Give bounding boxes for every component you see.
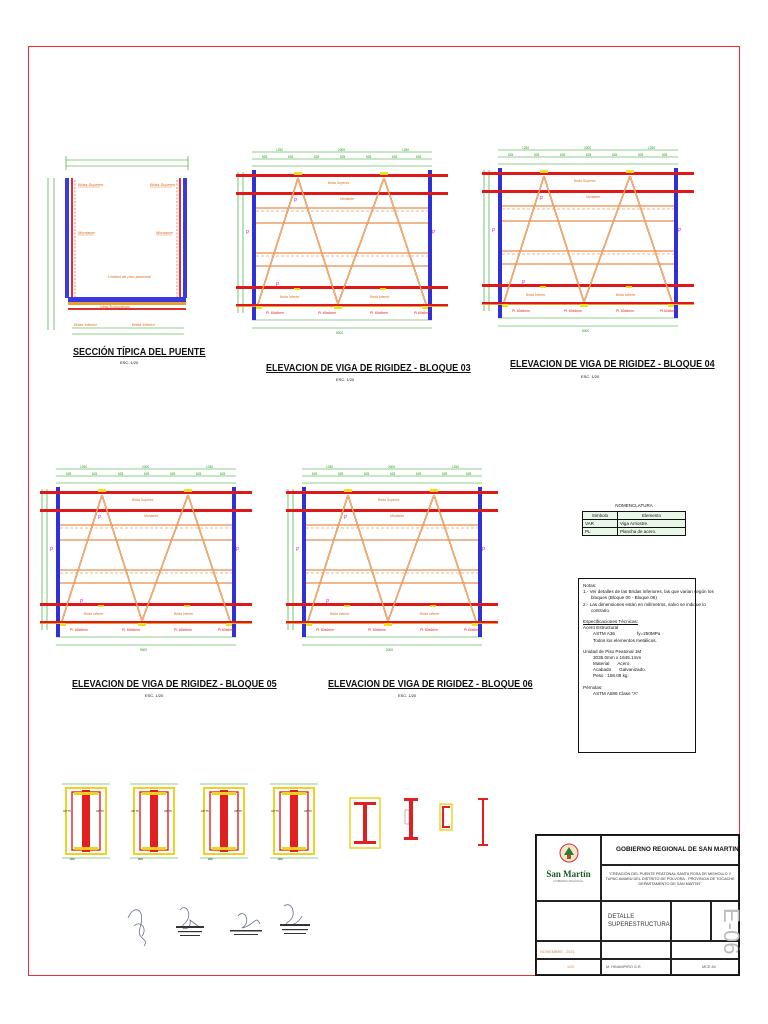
notes-box: Notas: 1.- Ver detalles de las Bridas in…: [578, 578, 714, 753]
check-value: MCE 84: [702, 965, 716, 969]
spec-heading: Especificaciones Técnicas:: [583, 618, 639, 624]
spec-material-val: Acero.: [617, 661, 631, 667]
date-cell: NOVIEMBRE - 2021: [536, 941, 601, 959]
spec-unit: Unidad de Piso Peatonal 1M: [583, 648, 642, 654]
legend-element: Viga Arriostre.: [617, 519, 686, 528]
spec-bolt-spec: ASTM A586 Clase "A": [593, 690, 639, 696]
spec-weight: Peso : 158.09 kg.: [593, 673, 629, 679]
spec-finish-key: Acabado: [593, 667, 612, 673]
svg-text:Montante: Montante: [78, 230, 95, 235]
title-block: San Martín GOBIERNO REGIONAL GOBIERNO RE…: [535, 834, 744, 976]
member-section-details: UP 75UP 75200: [61, 783, 488, 862]
typical-section-title: SECCIÓN TÍPICA DEL PUENTE: [73, 346, 206, 358]
project-line-1: "CREACIÓN DEL PUENTE PEATONAL SANTA ROSA…: [608, 872, 732, 876]
legend-table: Simbolo Elemento VAR Viga Arriostre. PL …: [581, 511, 686, 536]
truss-elevation-b04: [481, 145, 695, 334]
legend-symbol: VAR: [581, 519, 619, 528]
sheet-cell: E-06: [711, 901, 744, 954]
b04-title: ELEVACION DE VIGA DE RIGIDEZ - BLOQUE 04: [510, 358, 715, 370]
legend-symbol: PL: [581, 527, 619, 536]
truss-elevation-b03: [235, 147, 449, 336]
detail-line-1: DETALLE: [608, 914, 635, 920]
svg-text:Brida Inferior: Brida Inferior: [132, 322, 156, 327]
spec-astm: ASTM A36: [593, 631, 615, 637]
note-2a: 2.- Las dimensiones están en milímetros,…: [583, 601, 706, 607]
b05-title: ELEVACION DE VIGA DE RIGIDEZ - BLOQUE 05: [72, 678, 277, 690]
project-line-3: DEPARTAMENTO DE SAN MARTIN": [638, 881, 702, 886]
nomenclature-legend: NOMENCLATURA Simbolo Elemento VAR Viga A…: [581, 503, 686, 536]
svg-text:Brida Inferior: Brida Inferior: [74, 322, 98, 327]
spec-dims: 3035.0mm x 1645.1mm: [593, 654, 642, 660]
org-name: GOBIERNO REGIONAL DE SAN MARTIN: [616, 846, 739, 853]
b06-scale: ESC. 1/20: [398, 693, 417, 698]
legend-row: VAR Viga Arriostre.: [581, 519, 686, 528]
legend-row: PL Plancha de acero.: [581, 527, 686, 536]
legend-element: Plancha de acero.: [617, 527, 686, 536]
date-cell-2: [601, 941, 671, 959]
b05-scale: ESC. 1/20: [145, 693, 164, 698]
drawn-cell: M. HINAMPIRO G.R.: [601, 959, 671, 975]
spec-bolts: Pérnolas:: [583, 684, 603, 690]
scale-value: 1/20: [567, 965, 575, 969]
truss-elevation-b05: [39, 464, 253, 653]
svg-text:Brida Superior: Brida Superior: [78, 182, 104, 187]
blank-cell-left: [536, 901, 601, 941]
spec-metal: Todos los elementos metálicos.: [593, 637, 657, 643]
rev-cell: [671, 941, 739, 959]
drawn-by: M. HINAMPIRO G.R.: [606, 965, 642, 969]
logo-wordmark: San Martín: [546, 869, 591, 879]
spec-fy: fy=250MPa: [636, 631, 661, 637]
b04-scale: ESC. 1/20: [581, 374, 600, 379]
logo-subtitle: GOBIERNO REGIONAL: [553, 879, 584, 883]
org-cell: GOBIERNO REGIONAL DE SAN MARTIN: [601, 835, 739, 865]
legend-col-symbol: Simbolo: [581, 511, 619, 520]
spec-material-row: Material Acero.: [583, 661, 691, 667]
typical-section-drawing: Brida Superior Brida Superior Montante M…: [47, 156, 189, 335]
date-value: NOVIEMBRE - 2021: [540, 950, 575, 954]
b03-scale: ESC. 1/20: [336, 377, 355, 382]
spec-finish-val: Galvanizado.: [619, 667, 646, 673]
detail-line-2: SUPERESTRUCTURA: [608, 921, 670, 928]
scale-cell: 1/20: [536, 959, 601, 975]
legend-col-element: Elemento: [617, 511, 686, 520]
project-line-2: TUPAC AMARU DEL DISTRITO DE POLVORA - PR…: [605, 876, 735, 881]
note-1b: bloques (Bloque 00 - Bloque 06): [591, 595, 657, 601]
b03-title: ELEVACION DE VIGA DE RIGIDEZ - BLOQUE 03: [266, 362, 471, 374]
stamp-cell: [671, 901, 711, 941]
signature-stamps: [127, 904, 310, 947]
svg-text:Montante: Montante: [156, 230, 173, 235]
svg-text:Viga Transversal: Viga Transversal: [100, 304, 130, 309]
logo-cell: San Martín GOBIERNO REGIONAL: [536, 835, 601, 901]
project-cell: "CREACIÓN DEL PUENTE PEATONAL SANTA ROSA…: [601, 865, 739, 901]
truss-elevation-b06: [285, 464, 499, 653]
b06-title: ELEVACION DE VIGA DE RIGIDEZ - BLOQUE 06: [328, 678, 533, 690]
spec-material-key: Material: [593, 661, 610, 667]
spec-steel: Acero Estructural: [583, 625, 619, 631]
detail-cell: DETALLE SUPERESTRUCTURA: [601, 901, 671, 941]
notes-heading: Notas:: [583, 583, 597, 588]
svg-text:Unidad de piso peatonal: Unidad de piso peatonal: [108, 274, 151, 279]
crest-icon: [559, 843, 578, 863]
svg-text:Brida Superior: Brida Superior: [150, 182, 176, 187]
spec-finish-row: Acabado Galvanizado.: [583, 667, 691, 673]
note-1a: 1.- Ver detalles de las Bridas inferiore…: [583, 589, 714, 595]
check-cell: MCE 84: [671, 959, 739, 975]
legend-heading: NOMENCLATURA: [582, 503, 686, 508]
typical-section-scale: ESC. 1/20: [120, 360, 139, 365]
spec-astm-row: ASTM A36 fy=250MPa: [583, 631, 691, 637]
sheet-frame: [28, 46, 740, 976]
note-2b: contrario.: [591, 607, 611, 613]
